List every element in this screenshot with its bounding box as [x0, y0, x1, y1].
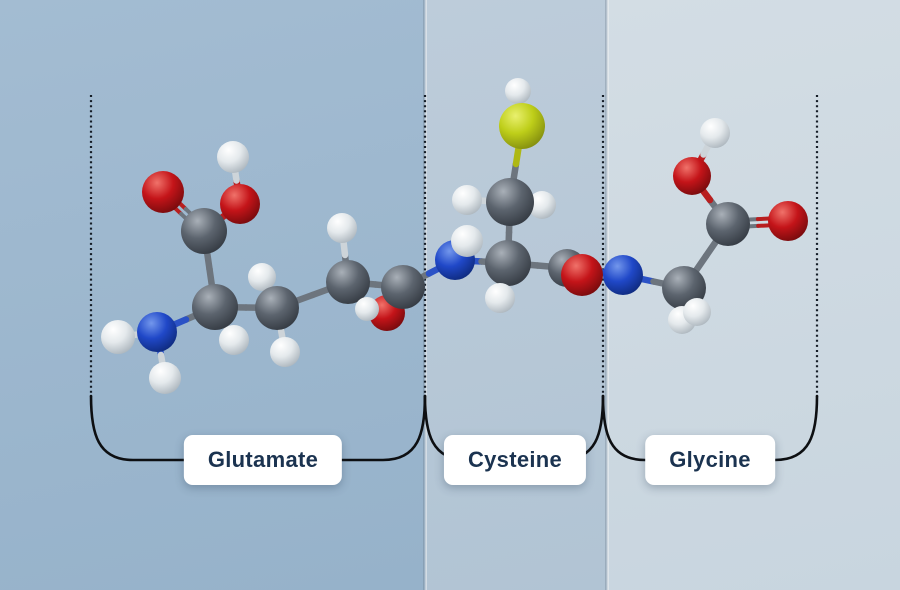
glycine-label: Glycine — [645, 435, 775, 485]
atom-hydrogen — [248, 263, 276, 291]
atom-hydrogen — [528, 191, 556, 219]
atom-carbon — [485, 240, 531, 286]
atom-carbon — [192, 284, 238, 330]
glutamate-label: Glutamate — [183, 435, 343, 485]
atom-carbon — [381, 265, 425, 309]
atom-hydrogen — [270, 337, 300, 367]
atom-sulfur — [499, 103, 545, 149]
atom-hydrogen — [327, 213, 357, 243]
atom-carbon — [486, 178, 534, 226]
atom-carbon — [326, 260, 370, 304]
atom-hydrogen — [219, 325, 249, 355]
atom-hydrogen — [505, 78, 531, 104]
atom-hydrogen — [355, 297, 379, 321]
atom-oxygen — [673, 157, 711, 195]
atom-hydrogen — [101, 320, 135, 354]
atoms-layer — [101, 78, 808, 394]
atom-oxygen — [768, 201, 808, 241]
atom-hydrogen — [217, 141, 249, 173]
atom-nitrogen — [603, 255, 643, 295]
panel-divider — [605, 0, 609, 590]
atom-hydrogen — [452, 185, 482, 215]
glycine-panel — [607, 0, 900, 590]
atom-carbon — [255, 286, 299, 330]
atom-oxygen — [561, 254, 603, 296]
atom-hydrogen — [451, 225, 483, 257]
atom-hydrogen — [700, 118, 730, 148]
cysteine-label: Cysteine — [443, 435, 587, 485]
atom-hydrogen — [683, 298, 711, 326]
atom-oxygen — [142, 171, 184, 213]
atom-carbon — [181, 208, 227, 254]
atom-nitrogen — [137, 312, 177, 352]
atom-hydrogen — [149, 362, 181, 394]
atom-carbon — [706, 202, 750, 246]
atom-hydrogen — [485, 283, 515, 313]
atom-oxygen — [220, 184, 260, 224]
